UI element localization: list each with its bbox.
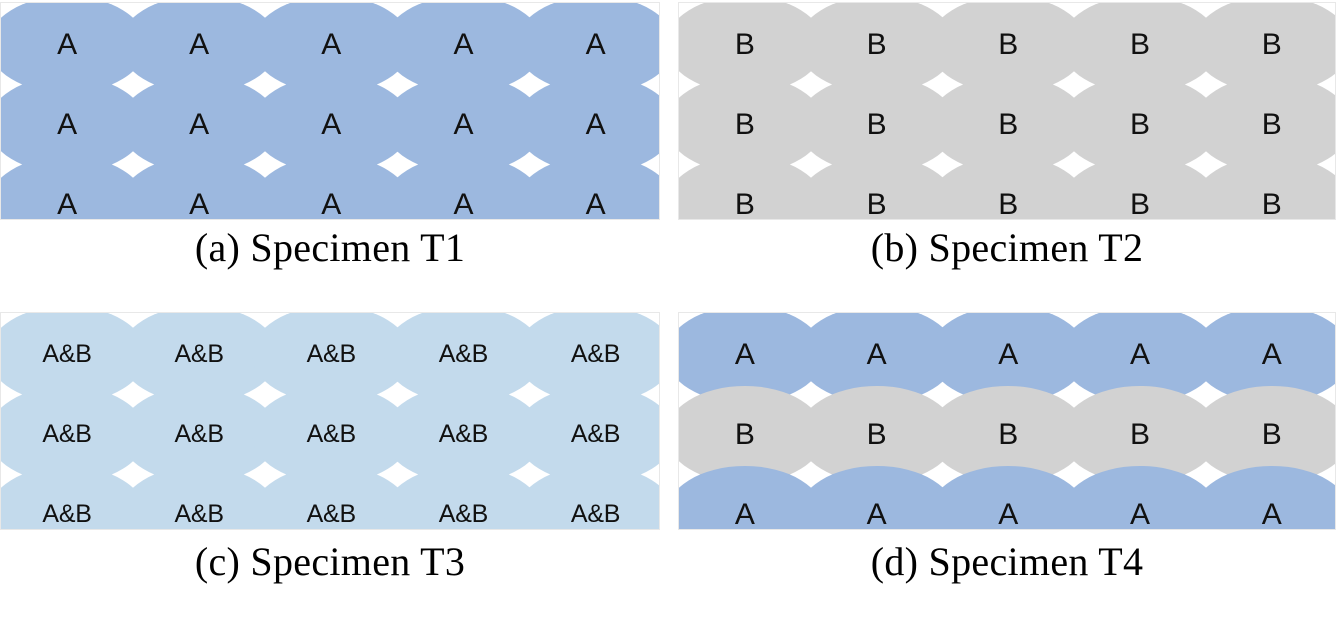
ellipse-label: A <box>189 107 210 141</box>
ellipse-label: A <box>1261 337 1282 371</box>
ellipse-label: A <box>57 187 78 220</box>
panel-cell-d: A A A A A B B B B B A A A A A (d) Specimen T4 <box>678 312 1336 622</box>
ellipse-label: B <box>998 107 1019 141</box>
ellipse-label: A <box>866 337 887 371</box>
specimen-ellipse: A&B <box>252 313 411 404</box>
ellipse-label: B <box>866 187 887 220</box>
ellipse-label: B <box>866 107 887 141</box>
ellipse-label: A <box>998 497 1019 530</box>
ellipse-label: A <box>585 27 606 61</box>
ellipse-label: A&B <box>174 420 224 449</box>
ellipse-label: B <box>998 187 1019 220</box>
ellipse-grid-t4: A A A A A B B B B B A A A A A <box>679 313 1335 529</box>
ellipse-label: A&B <box>438 500 489 529</box>
ellipse-label: A <box>585 107 606 141</box>
ellipse-label: B <box>734 417 755 451</box>
ellipse-label: A&B <box>42 500 92 529</box>
ellipse-label: A <box>57 27 78 61</box>
panel-cell-c: A&B A&B A&B A&B A&B A&B A&B A&B A&B A&B A&B A&B A&B A… <box>0 312 660 622</box>
panel-caption-a: (a) Specimen T1 <box>194 225 466 270</box>
ellipse-label: A <box>453 27 474 61</box>
ellipse-label: A <box>321 187 342 220</box>
panel-cell-b: B B B B B B B B B B B B B B B (b) Specimen T2 <box>678 2 1336 310</box>
ellipse-label: A <box>453 107 474 141</box>
ellipse-label: A&B <box>306 500 357 529</box>
ellipse-label: A&B <box>42 340 92 369</box>
panel-caption-b: (b) Specimen T2 <box>870 225 1144 270</box>
ellipse-label: B <box>734 187 755 220</box>
specimen-ellipse: B <box>1192 385 1335 484</box>
panel-caption-c: (c) Specimen T3 <box>194 539 466 584</box>
specimen-diagram-t3: A&B A&B A&B A&B A&B A&B A&B A&B A&B A&B A&B A&B A&B A… <box>0 312 660 530</box>
ellipse-label: A&B <box>570 340 621 369</box>
specimen-ellipse: A&B <box>516 465 659 529</box>
ellipse-label: A <box>57 107 78 141</box>
panel-caption-d: (d) Specimen T4 <box>870 539 1144 584</box>
ellipse-label: B <box>866 27 887 61</box>
ellipse-label: A <box>734 497 755 530</box>
ellipse-grid-t3: A&B A&B A&B A&B A&B A&B A&B A&B A&B A&B A&B A&B A&B A… <box>1 313 659 529</box>
ellipse-label: B <box>734 27 755 61</box>
ellipse-label: A <box>189 27 210 61</box>
ellipse-label: A&B <box>438 340 489 369</box>
ellipse-label: A <box>189 187 210 220</box>
ellipse-label: A <box>453 187 474 220</box>
specimen-diagram-t2: B B B B B B B B B B B B B B B <box>678 2 1336 220</box>
ellipse-label: B <box>998 417 1019 451</box>
ellipse-grid-t2: B B B B B B B B B B B B B B B <box>679 3 1335 219</box>
ellipse-label: B <box>1261 27 1282 61</box>
ellipse-label: A <box>734 337 755 371</box>
ellipse-label: A <box>1130 337 1151 371</box>
ellipse-label: B <box>1261 187 1282 220</box>
specimen-ellipse: A <box>516 155 659 220</box>
ellipse-label: A&B <box>174 340 224 369</box>
ellipse-label: A&B <box>42 420 92 449</box>
ellipse-label: A <box>321 27 342 61</box>
ellipse-label: A&B <box>306 420 357 449</box>
ellipse-label: A <box>321 107 342 141</box>
ellipse-label: A <box>1261 497 1282 530</box>
ellipse-label: A&B <box>570 420 621 449</box>
ellipse-label: B <box>998 27 1019 61</box>
ellipse-label: B <box>1130 27 1151 61</box>
specimen-ellipse: A&B <box>252 385 411 484</box>
ellipse-label: A&B <box>438 420 489 449</box>
ellipse-label: A <box>585 187 606 220</box>
ellipse-label: B <box>1130 417 1151 451</box>
specimen-diagram-t4: A A A A A B B B B B A A A A A <box>678 312 1336 530</box>
ellipse-label: A&B <box>174 500 224 529</box>
ellipse-label: A&B <box>570 500 621 529</box>
ellipse-label: B <box>1261 417 1282 451</box>
ellipse-label: A&B <box>306 340 357 369</box>
ellipse-label: B <box>734 107 755 141</box>
ellipse-grid-t1: A A A A A A A A A A A A A A A <box>1 3 659 219</box>
ellipse-label: B <box>1261 107 1282 141</box>
ellipse-label: B <box>866 417 887 451</box>
ellipse-label: A <box>998 337 1019 371</box>
specimen-ellipse: B <box>1192 155 1335 220</box>
ellipse-label: A <box>1130 497 1151 530</box>
ellipse-label: B <box>1130 187 1151 220</box>
panel-cell-a: A A A A A A A A A A A A A A A (a) Specimen T1 <box>0 2 660 310</box>
specimen-diagram-t1: A A A A A A A A A A A A A A A <box>0 2 660 220</box>
ellipse-label: A <box>866 497 887 530</box>
specimen-ellipse: A <box>1192 465 1335 530</box>
ellipse-label: B <box>1130 107 1151 141</box>
